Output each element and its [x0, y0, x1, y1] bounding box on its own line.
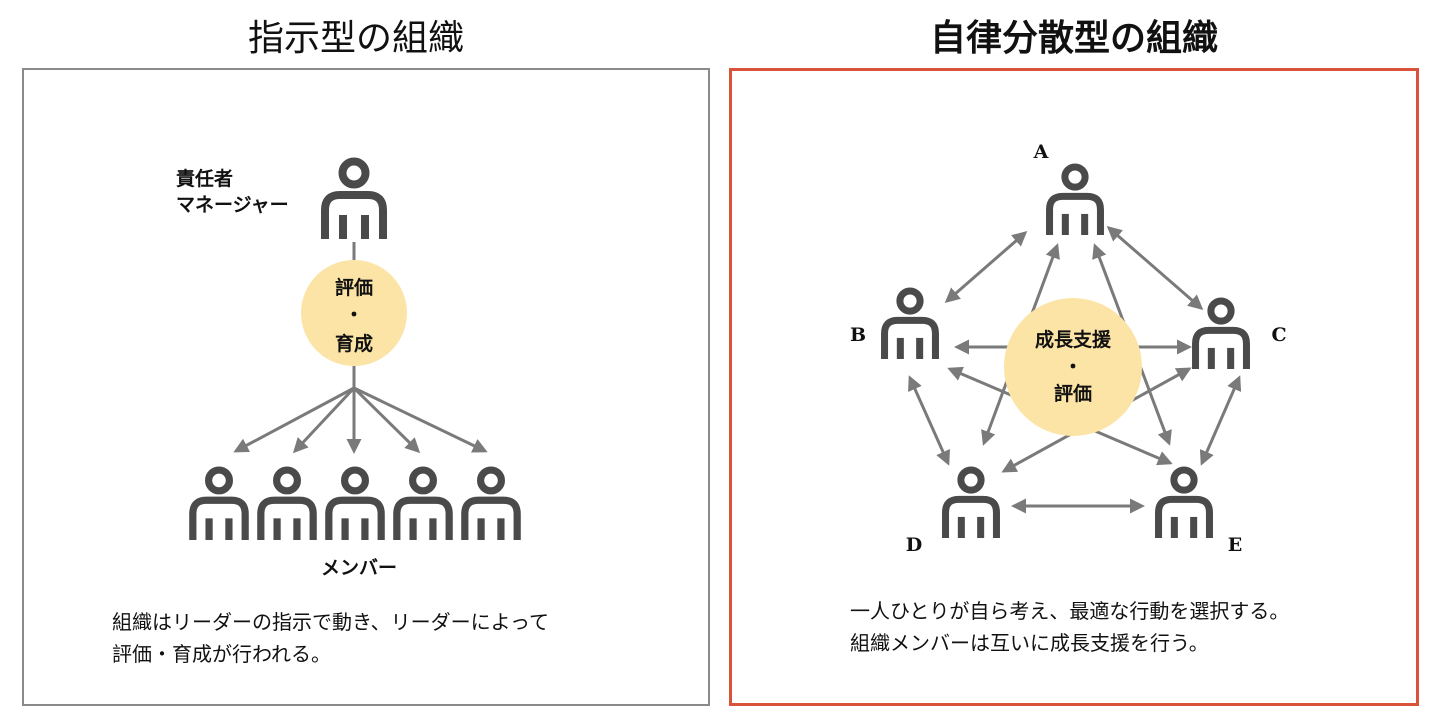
node-label-b: B — [850, 324, 866, 346]
left-caption: 組織はリーダーの指示で動き、リーダーによって 評価・育成が行われる。 — [112, 606, 549, 670]
members-label: メンバー — [321, 557, 397, 579]
right-center-label-2: ・ — [1063, 356, 1082, 378]
fan-arrows — [233, 386, 488, 454]
node-d-person-icon — [946, 470, 997, 538]
left-title: 指示型の組織 — [247, 18, 464, 59]
right-center-label-3: 評価 — [1054, 382, 1092, 405]
right-caption: 一人ひとりが自ら考え、最適な行動を選択する。 組織メンバーは互いに成長支援を行う… — [850, 595, 1289, 659]
directive-org-panel: 評価 ・ 育成 責任者 マネージャー メンバー 組織はリーダーの指示で動き、リー… — [22, 68, 710, 706]
member-person-icon — [465, 470, 517, 540]
manager-label-2: マネージャー — [176, 194, 289, 216]
member-person-icon — [329, 470, 381, 540]
node-c-person-icon — [1196, 301, 1247, 369]
left-caption-line: 評価・育成が行われる。 — [112, 642, 331, 666]
autonomous-org-panel: 成長支援 ・ 評価 A B C D E 一人ひとりが自ら考え、最適な行動を選択す… — [729, 68, 1419, 706]
manager-label-1: 責任者 — [176, 167, 233, 190]
node-b-person-icon — [885, 291, 936, 359]
node-e-person-icon — [1159, 470, 1210, 538]
member-person-icon — [193, 470, 245, 540]
left-center-label-3: 育成 — [335, 332, 373, 355]
autonomous-diagram: 成長支援 ・ 評価 A B C D E — [850, 141, 1287, 556]
node-label-d: D — [906, 534, 922, 556]
left-center-label-2: ・ — [344, 304, 363, 326]
member-group — [193, 470, 517, 540]
right-caption-line: 組織メンバーは互いに成長支援を行う。 — [850, 631, 1209, 655]
manager-person-icon — [325, 162, 383, 240]
growth-support-circle — [1004, 298, 1142, 436]
node-label-e: E — [1228, 534, 1242, 556]
right-caption-line: 一人ひとりが自ら考え、最適な行動を選択する。 — [850, 599, 1290, 623]
evaluation-circle — [301, 260, 407, 366]
left-caption-line: 組織はリーダーの指示で動き、リーダーによって — [112, 610, 549, 634]
right-title: 自律分散型の組織 — [929, 18, 1218, 59]
right-center-label-1: 成長支援 — [1035, 328, 1112, 351]
member-person-icon — [397, 470, 449, 540]
directive-diagram: 評価 ・ 育成 責任者 マネージャー メンバー — [176, 70, 710, 579]
member-person-icon — [261, 470, 313, 540]
left-center-label-1: 評価 — [335, 276, 373, 299]
node-label-a: A — [1033, 141, 1049, 163]
node-a-person-icon — [1050, 167, 1101, 235]
node-label-c: C — [1271, 324, 1286, 346]
